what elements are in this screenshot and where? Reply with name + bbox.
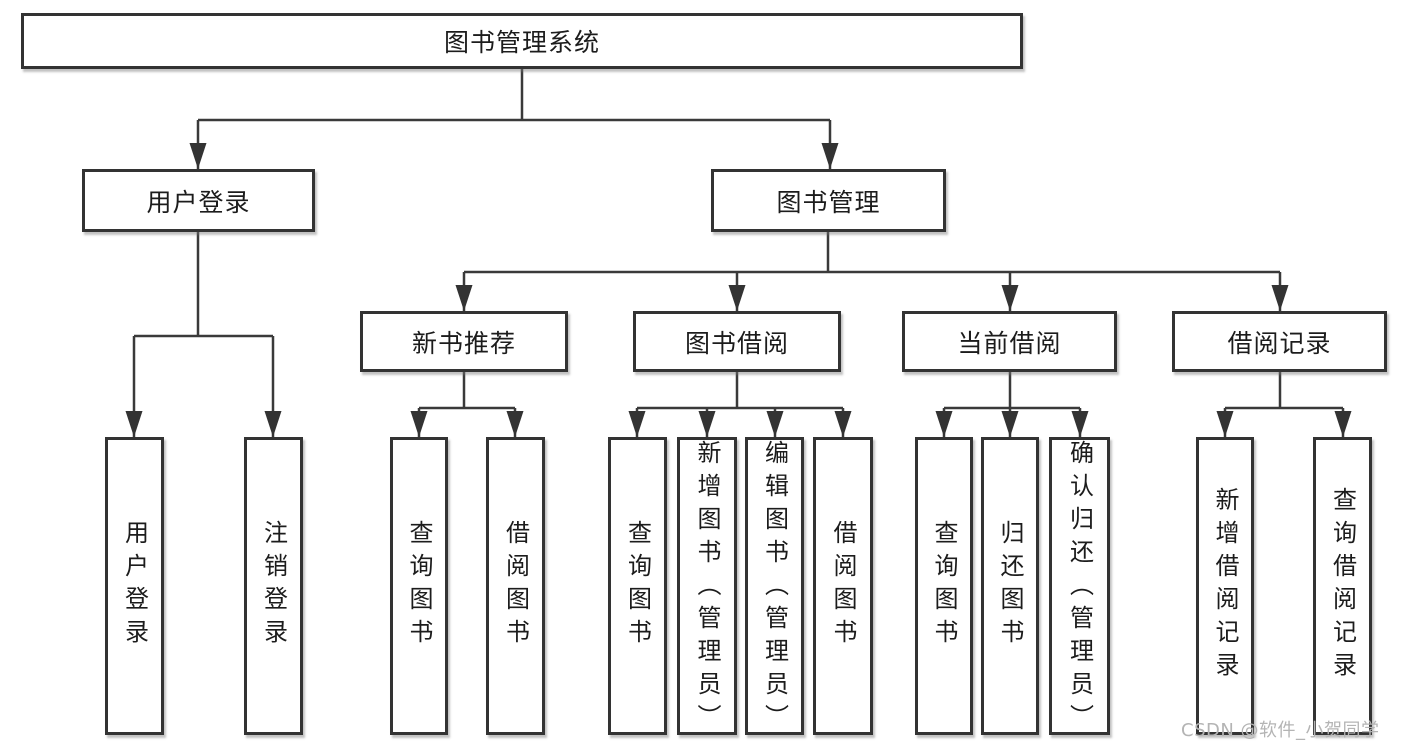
node-book-management: 图书管理 [711,169,946,232]
csdn-watermark: CSDN @软件_小贺同学 [1181,720,1380,741]
node-current-borrow: 当前借阅 [902,311,1117,372]
node-user-login: 用户登录 [82,169,315,232]
leaf-query-books-borrow: 查询图书 [608,437,667,735]
leaf-query-books-recommend: 查询图书 [390,437,448,735]
leaf-query-borrow-record: 查询借阅记录 [1313,437,1372,735]
node-book-borrow: 图书借阅 [633,311,841,372]
node-new-book-recommend: 新书推荐 [360,311,568,372]
leaf-edit-book-admin: 编辑图书（管理员） [745,437,804,737]
leaf-user-login: 用户登录 [105,437,164,735]
leaf-confirm-return-admin: 确认归还（管理员） [1049,437,1110,737]
leaf-add-book-admin: 新增图书（管理员） [677,437,737,737]
leaf-query-books-current: 查询图书 [915,437,973,735]
leaf-logout: 注销登录 [244,437,303,735]
node-root-system: 图书管理系统 [21,13,1023,69]
node-borrow-records: 借阅记录 [1172,311,1387,372]
leaf-add-borrow-record: 新增借阅记录 [1196,437,1254,735]
leaf-return-books: 归还图书 [981,437,1039,735]
leaf-borrow-books-borrow: 借阅图书 [813,437,873,735]
leaf-borrow-books-recommend: 借阅图书 [486,437,545,735]
